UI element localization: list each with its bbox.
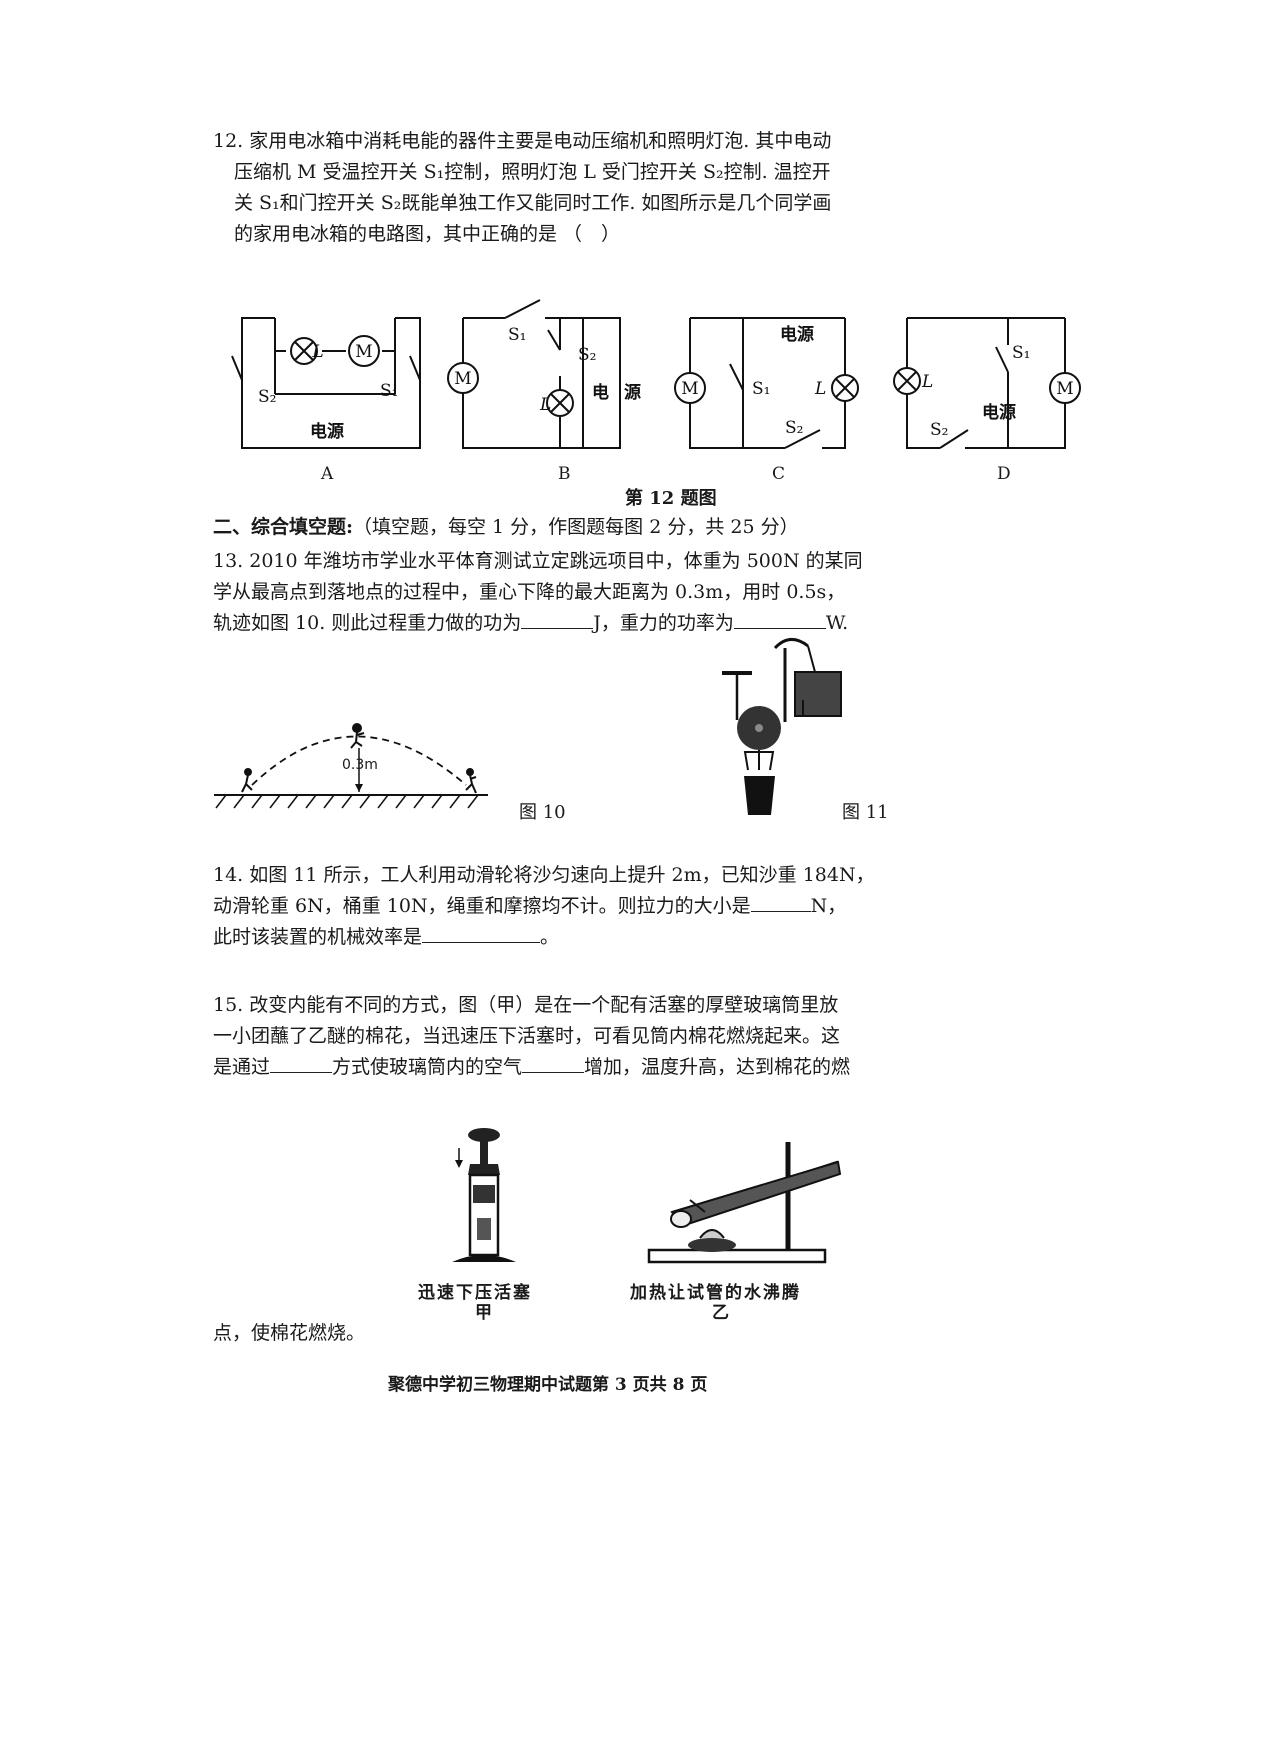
question-15: 15. 改变内能有不同的方式，图（甲）是在一个配有活塞的厚壁玻璃筒里放 一小团蘸… xyxy=(213,990,933,1083)
section-2-note: （填空题，每空 1 分，作图题每图 2 分，共 25 分） xyxy=(353,516,799,538)
label-a-M: M xyxy=(355,342,372,362)
label-b-power-a: 电 xyxy=(592,382,609,403)
q14-line1: 14. 如图 11 所示，工人利用动滑轮将沙匀速向上提升 2m，已知沙重 184… xyxy=(213,864,875,886)
label-d-M: M xyxy=(1056,379,1073,399)
label-a-S2: S₂ xyxy=(258,387,276,407)
figB-caption: 加热让试管的水沸腾 xyxy=(630,1283,801,1303)
q15-line3: 是通过 方式使玻璃筒内的空气 增加，温度升高，达到棉花的燃 xyxy=(213,1052,933,1083)
q14-efficiency-blank[interactable] xyxy=(422,922,541,943)
label-c-S1: S₁ xyxy=(752,379,770,399)
q15-line3-c: 增加，温度升高，达到棉花的燃 xyxy=(584,1056,851,1078)
question-14: 14. 如图 11 所示，工人利用动滑轮将沙匀速向上提升 2m，已知沙重 184… xyxy=(213,860,933,953)
q14-line2-b: N， xyxy=(810,895,847,917)
fig10-caption: 图 10 xyxy=(519,802,566,823)
option-d-label: D xyxy=(997,464,1011,484)
circuit-a xyxy=(231,317,421,449)
label-a-power: 电源 xyxy=(310,421,344,442)
label-a-L: L xyxy=(311,342,323,362)
q13-line3-b: J，重力的功率为 xyxy=(593,612,734,634)
q13-line3: 轨迹如图 10. 则此过程重力做的功为 J，重力的功率为 W. xyxy=(213,608,933,639)
q14-line3: 此时该装置的机械效率是 。 xyxy=(213,922,933,953)
label-b-power-b: 源 xyxy=(624,382,641,403)
pulley-wheel-icon xyxy=(737,706,781,750)
q12-circuits: L M S₂ S₁ 电源 M S₁ S₂ L 电 源 M S₁ L S₂ 电源 … xyxy=(231,299,1081,449)
jumper-top-icon xyxy=(350,723,365,749)
q15-line3-b: 方式使玻璃筒内的空气 xyxy=(332,1056,523,1078)
bucket-icon xyxy=(744,776,775,815)
label-b-S2: S₂ xyxy=(578,345,596,365)
q14-line2-a: 动滑轮重 6N，桶重 10N，绳重和摩擦均不计。则拉力的大小是 xyxy=(213,895,751,917)
lamp-a-icon xyxy=(290,337,318,365)
jumper-start-icon xyxy=(241,768,253,793)
q15-line2: 一小团蘸了乙醚的棉花，当迅速压下活塞时，可看见筒内棉花燃烧起来。这 xyxy=(213,1025,841,1047)
q13-line3-a: 轨迹如图 10. 则此过程重力做的功为 xyxy=(213,612,522,634)
motor-c-icon xyxy=(674,372,706,404)
q14-force-blank[interactable] xyxy=(750,891,811,912)
jumper-land-icon xyxy=(465,768,477,794)
q12-figure-caption: 第 12 题图 xyxy=(625,488,717,509)
section-2-heading: 二、综合填空题:（填空题，每空 1 分，作图题每图 2 分，共 25 分） xyxy=(213,512,799,539)
section-2-title: 二、综合填空题: xyxy=(213,516,354,538)
figB-label: 乙 xyxy=(712,1303,729,1323)
q14-line3-b: 。 xyxy=(540,926,560,948)
label-d-S1: S₁ xyxy=(1012,343,1030,363)
motor-a-icon xyxy=(348,335,380,367)
q13-line3-c: W. xyxy=(825,612,849,634)
motor-d-icon xyxy=(1049,372,1081,404)
q14-line3-a: 此时该装置的机械效率是 xyxy=(213,926,423,948)
label-c-S2: S₂ xyxy=(785,418,803,438)
circuit-d xyxy=(893,317,1081,449)
heated-test-tube-icon xyxy=(647,1142,842,1264)
question-13: 13. 2010 年潍坊市学业水平体育测试立定跳远项目中，体重为 500N 的某… xyxy=(213,546,933,639)
q13-line1: 13. 2010 年潍坊市学业水平体育测试立定跳远项目中，体重为 500N 的某… xyxy=(213,550,863,572)
question-12: 12. 家用电冰箱中消耗电能的器件主要是电动压缩机和照明灯泡. 其中电动 压缩机… xyxy=(213,126,933,250)
figA-caption: 迅速下压活塞 xyxy=(418,1283,532,1303)
label-c-L: L xyxy=(814,379,826,399)
q15-energy-blank[interactable] xyxy=(522,1052,585,1073)
q15-method-blank[interactable] xyxy=(270,1052,333,1073)
q12-line4: 的家用电冰箱的电路图，其中正确的是 （ ） xyxy=(234,223,621,245)
figA-label: 甲 xyxy=(475,1303,492,1323)
worker-box-icon xyxy=(794,671,842,717)
label-c-power: 电源 xyxy=(780,324,814,345)
piston-cylinder-icon xyxy=(452,1128,516,1262)
motor-b-icon xyxy=(447,362,479,394)
circuit-c xyxy=(674,317,859,449)
label-c-M: M xyxy=(681,379,698,399)
circuit-b xyxy=(447,299,621,449)
option-c-label: C xyxy=(772,464,786,484)
option-a-label: A xyxy=(321,464,334,484)
q15-line4: 点，使棉花燃烧。 xyxy=(213,1322,366,1344)
label-b-M: M xyxy=(454,369,471,389)
label-b-L: L xyxy=(539,395,551,415)
option-b-label: B xyxy=(558,464,571,484)
label-d-L: L xyxy=(921,372,933,392)
q12-line1: 12. 家用电冰箱中消耗电能的器件主要是电动压缩机和照明灯泡. 其中电动 xyxy=(213,130,832,152)
label-a-S1: S₁ xyxy=(380,381,398,401)
q12-line2: 压缩机 M 受温控开关 S₁控制，照明灯泡 L 受门控开关 S₂控制. 温控开 xyxy=(234,161,831,183)
label-d-power: 电源 xyxy=(982,402,1016,423)
fig10-height-label: 0.3m xyxy=(342,757,378,773)
q14-line2: 动滑轮重 6N，桶重 10N，绳重和摩擦均不计。则拉力的大小是 N， xyxy=(213,891,933,922)
q15-line3-a: 是通过 xyxy=(213,1056,271,1078)
q12-line3: 关 S₁和门控开关 S₂既能单独工作又能同时工作. 如图所示是几个同学画 xyxy=(234,192,832,214)
q15-line1: 15. 改变内能有不同的方式，图（甲）是在一个配有活塞的厚壁玻璃筒里放 xyxy=(213,994,839,1016)
label-b-S1: S₁ xyxy=(508,325,526,345)
page-footer: 聚德中学初三物理期中试题第 3 页共 8 页 xyxy=(388,1375,708,1395)
q13-line2: 学从最高点到落地点的过程中，重心下降的最大距离为 0.3m，用时 0.5s， xyxy=(213,581,846,603)
label-d-S2: S₂ xyxy=(930,420,948,440)
q13-work-blank[interactable] xyxy=(521,608,594,629)
fig11-caption: 图 11 xyxy=(842,802,889,823)
q13-power-blank[interactable] xyxy=(733,608,826,629)
